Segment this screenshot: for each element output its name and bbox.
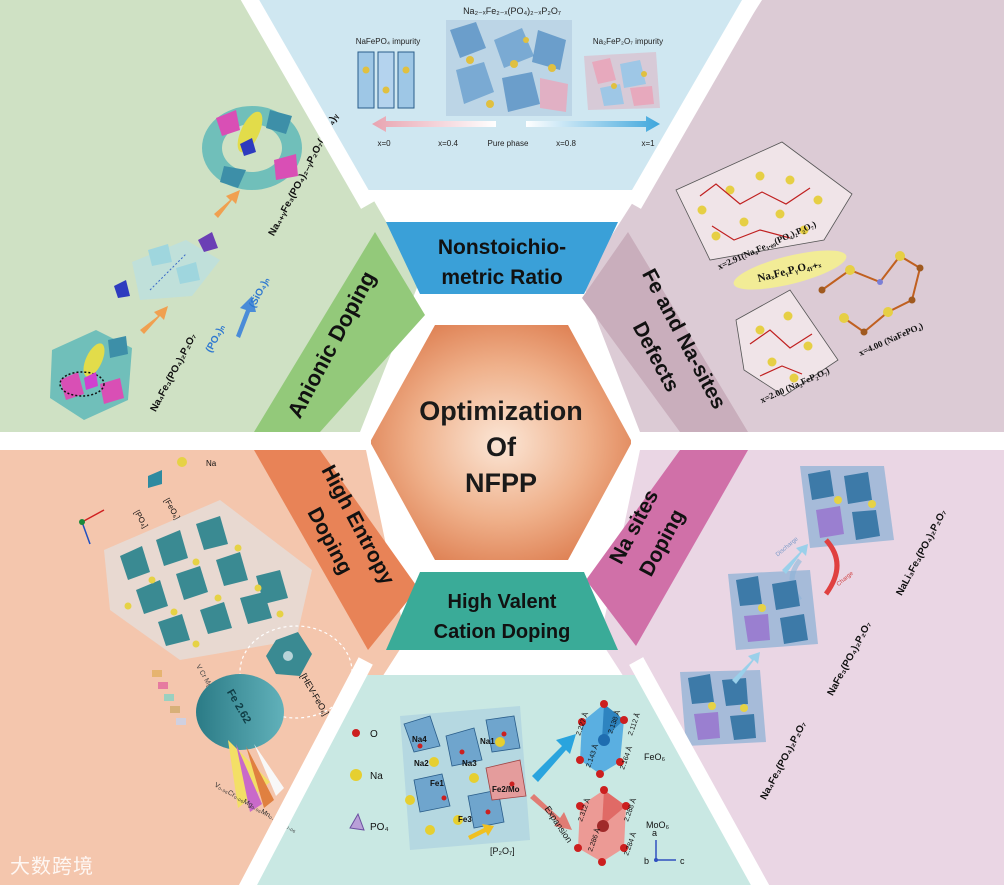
top-impurity-left: NaFePO₄ impurity: [356, 37, 421, 46]
bottom-na2: Na2: [414, 759, 429, 768]
label-upper-left-bg: [254, 232, 425, 432]
top-x0: x=0: [377, 139, 391, 148]
label-upper-right-bg: [582, 232, 748, 432]
strategy-bottom-line-2: Cation Doping: [434, 621, 571, 643]
ll-crystal: [104, 500, 312, 660]
bottom-fe2: Fe2/Mo: [492, 785, 520, 794]
legend-na-marker: [350, 769, 362, 781]
top-crystal-left: [357, 51, 415, 109]
label-lower-right-bg: [586, 450, 748, 646]
ll-legend-swatches: [152, 670, 186, 725]
ul-crystal-top: [202, 106, 302, 190]
legend-o-marker: [352, 729, 360, 737]
lr-arrow-upper: [782, 544, 808, 574]
top-crystal-center: [446, 20, 572, 116]
bottom-fe3: Fe3: [458, 815, 472, 824]
bottom-na4: Na4: [412, 735, 427, 744]
top-impurity-right: Na₂FeP₂O₇ impurity: [593, 37, 663, 46]
bottom-moo6: MoO₆: [646, 820, 670, 830]
legend-o: O: [370, 729, 378, 740]
bottom-axis-a: a: [652, 828, 657, 838]
ll-na-ball: [177, 457, 187, 467]
ul-arrow-3: [236, 296, 256, 338]
ll-pie: [196, 674, 284, 812]
watermark: 大数跨境: [10, 854, 94, 878]
lr-crystal-bottom: [680, 670, 766, 746]
ul-arrow-2: [214, 190, 240, 218]
bottom-fe1: Fe1: [430, 779, 444, 788]
bottom-arrow-down: [530, 794, 572, 830]
ur-crystal-top: [675, 141, 853, 261]
ur-crystal-left: [735, 289, 839, 397]
lr-crystal-mid: [728, 570, 818, 650]
ll-axes: [79, 509, 105, 545]
top-crystal-right: [584, 52, 660, 110]
ul-arrow-1: [140, 306, 168, 334]
label-lower-left-bg: [254, 450, 418, 650]
bottom-p2o7-arrow: [468, 824, 494, 840]
top-formula: Na₂₋ₓFe₂₋ₓ(PO₄)₂₋ₓP₂O₇: [463, 6, 561, 16]
center-hexagon: [370, 325, 632, 560]
bottom-crystal: [400, 706, 530, 850]
lr-cycle-arrow-charge: [823, 538, 840, 596]
lr-arrow-lower: [732, 652, 760, 684]
top-x1: x=1: [641, 139, 655, 148]
ll-na: Na: [206, 459, 217, 468]
legend-po4: PO₄: [370, 822, 389, 833]
ul-crystal-mid: [114, 232, 220, 300]
bottom-axis-c: c: [680, 856, 685, 866]
bottom-axes: [654, 840, 676, 862]
label-top-bg: [386, 222, 618, 294]
top-x08: x=0.8: [556, 139, 576, 148]
feo6-octahedron: [576, 700, 628, 778]
bottom-na3: Na3: [462, 759, 477, 768]
center-line-1: Optimization: [419, 396, 583, 426]
ul-crystal-bottom: [50, 330, 132, 420]
label-bottom-bg: [386, 572, 618, 650]
top-arrow-left: [372, 116, 496, 132]
bottom-feo6: FeO₆: [644, 752, 666, 762]
panel-top: Na₂₋ₓFe₂₋ₓ(PO₄)₂₋ₓP₂O₇ NaFePO₄ impurity …: [356, 6, 663, 148]
top-x04: x=0.4: [438, 139, 458, 148]
ll-na-marker: [148, 470, 162, 488]
center-line-2: Of: [486, 432, 517, 462]
top-arrow-right: [526, 116, 660, 132]
strategy-top-line-2: metric Ratio: [441, 266, 562, 289]
ur-crystal-right: [818, 251, 924, 336]
strategy-bottom-line-1: High Valent: [448, 591, 557, 613]
legend-na: Na: [370, 771, 383, 782]
ll-hev-octahedron: [266, 632, 312, 676]
bottom-p2o7: [P₂O₇]: [490, 846, 515, 856]
legend-po4-marker: [349, 812, 365, 831]
top-pure: Pure phase: [488, 139, 529, 148]
panel-lower-left: Na [FeO₆] [PO₄] [HEV-FeO₆]: [79, 457, 353, 834]
panel-bottom: O Na PO₄ Na4 Na1 Na2 Na3 Fe1 Fe2/Mo Fe3 …: [349, 700, 685, 866]
lr-crystal-top: [800, 466, 894, 548]
bottom-na1: Na1: [480, 737, 495, 746]
center-line-3: NFPP: [465, 468, 537, 498]
bottom-arrow-up: [532, 734, 576, 782]
ur-ellipse: [733, 250, 847, 290]
moo6-octahedron: [574, 786, 630, 866]
strategy-top-line-1: Nonstoichio-: [438, 236, 566, 259]
bottom-axis-b: b: [644, 856, 649, 866]
